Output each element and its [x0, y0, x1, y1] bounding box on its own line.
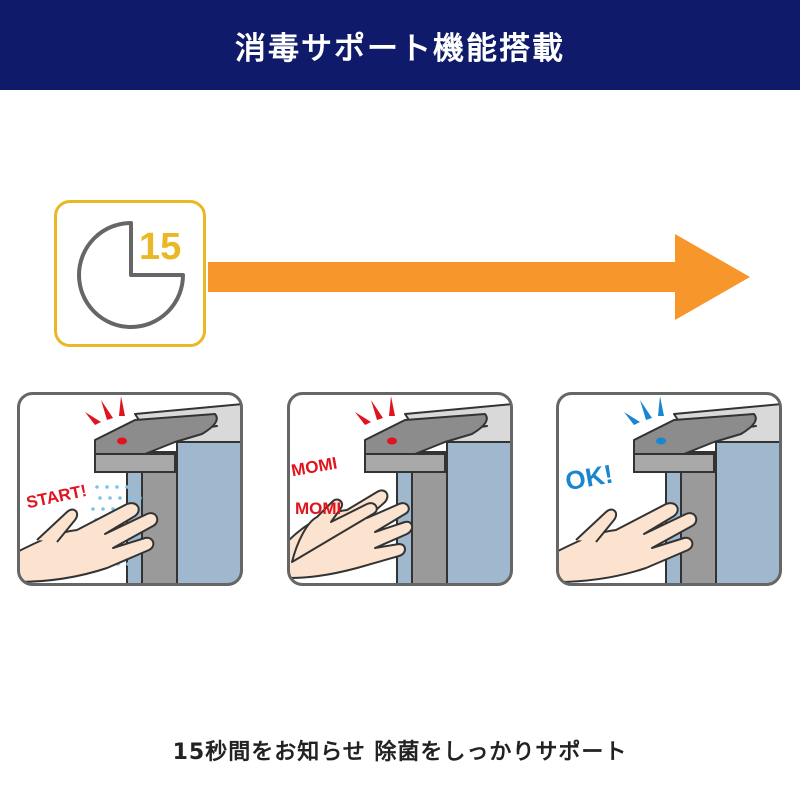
- indicator-light-icon: [656, 437, 666, 445]
- dispenser-head: [94, 413, 218, 459]
- panel-label-2: MOMI: [295, 499, 341, 518]
- page-title: 消毒サポート機能搭載: [235, 30, 565, 67]
- header-banner: 消毒サポート機能搭載: [0, 0, 800, 90]
- signal-mark-icon: [624, 412, 640, 425]
- dispenser-head: [633, 413, 757, 459]
- dispenser-head: [364, 413, 488, 459]
- progress-arrow: [208, 234, 750, 320]
- dispenser-tank: [176, 441, 242, 585]
- timer-seconds: 15: [139, 226, 181, 268]
- timer-box: 15: [54, 200, 206, 347]
- indicator-light-icon: [387, 437, 397, 445]
- panel-momi: MOMI MOMI: [287, 392, 513, 586]
- dispenser-tank: [446, 441, 512, 585]
- dispenser-tank: [715, 441, 781, 585]
- caption: 15秒間をお知らせ 除菌をしっかりサポート: [172, 740, 628, 765]
- panel-ok: OK!: [556, 392, 782, 586]
- panel-start: START!: [17, 392, 243, 586]
- signal-mark-icon: [355, 412, 371, 425]
- signal-mark-icon: [85, 412, 101, 425]
- clock-icon: 15: [77, 221, 185, 329]
- indicator-light-icon: [117, 437, 127, 445]
